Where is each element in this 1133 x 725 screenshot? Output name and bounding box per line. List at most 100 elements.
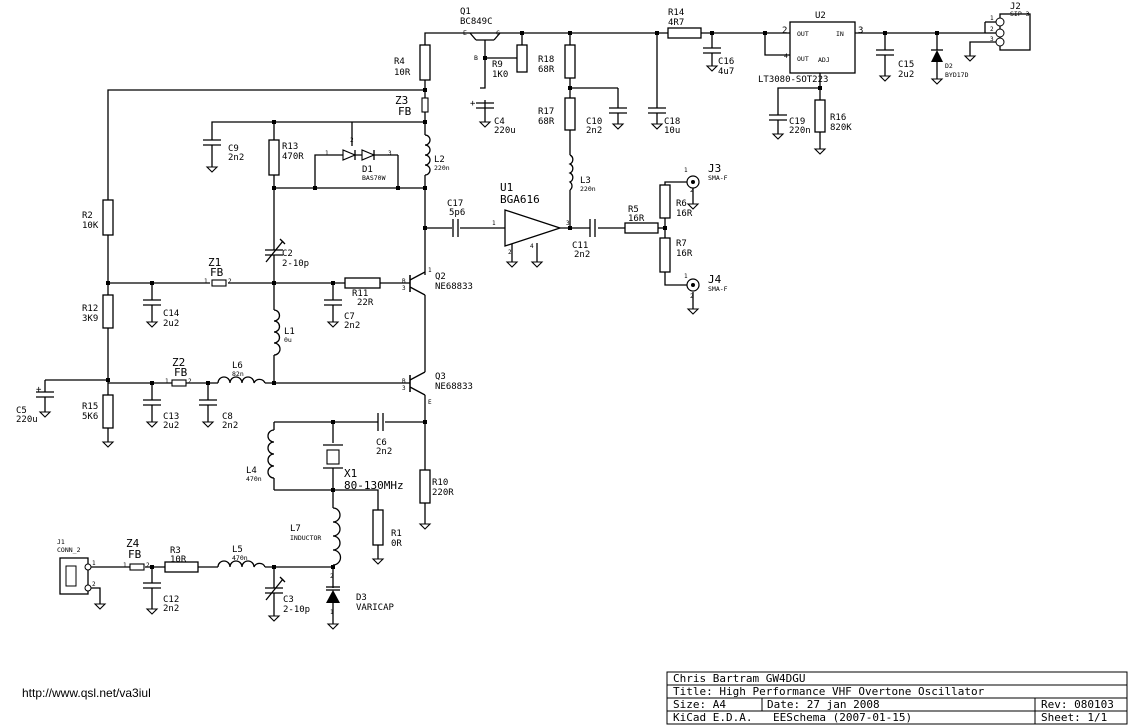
source-url: http://www.qsl.net/va3iul <box>22 686 151 700</box>
label-ref: R17 <box>538 107 554 117</box>
label-value: CONN_2 <box>57 546 81 554</box>
label-ref: J3 <box>708 162 721 175</box>
pin-label: 1 <box>492 220 496 227</box>
label-ref: L2 <box>434 155 445 165</box>
amplifier-u1 <box>504 209 563 247</box>
capacitor-c7 <box>323 299 343 306</box>
diode-d3-varicap <box>326 586 340 603</box>
label-ref: Z3 <box>395 94 408 107</box>
pin-label: E <box>463 29 467 37</box>
inductor-l3 <box>568 154 574 191</box>
label-ref: C12 <box>163 595 179 605</box>
ground-icon <box>202 417 214 428</box>
inductors <box>217 134 574 568</box>
label-ref: D3 <box>356 593 367 603</box>
pin-label: 2 <box>188 378 192 385</box>
label-ref: J4 <box>708 273 722 286</box>
label-value: 4u7 <box>718 67 734 77</box>
label-ref: X1 <box>344 467 357 480</box>
pin-label: 3 <box>566 220 570 227</box>
label-ref: R14 <box>668 8 684 18</box>
label-value: BGA616 <box>500 193 540 206</box>
label-value: 2u2 <box>163 319 179 329</box>
label-value: 220n <box>580 185 596 193</box>
pin-label: OUT <box>797 55 809 63</box>
label-value: 2n2 <box>222 421 238 431</box>
label-value: 470n <box>232 554 248 562</box>
capacitor-c15 <box>875 49 895 56</box>
sheet-date: Date: 27 jan 2008 <box>767 698 880 711</box>
label-value: 10R <box>394 68 411 78</box>
ground-icon <box>206 162 218 173</box>
pin-label: 1 <box>428 267 432 274</box>
ground-icon <box>146 417 158 428</box>
sheet-size: Size: A4 <box>673 698 726 711</box>
connector-j1 <box>59 557 92 595</box>
pin-label: 3 <box>402 385 406 392</box>
capacitor-c11 <box>589 218 596 238</box>
label-value: NE68833 <box>435 382 473 392</box>
resistor-r4 <box>419 44 431 81</box>
inductor-l2 <box>424 134 431 176</box>
capacitor-c9 <box>202 139 222 146</box>
label-ref: C5 <box>16 406 27 416</box>
ground-icon <box>879 71 891 82</box>
label-value: 2n2 <box>574 250 590 260</box>
capacitor-c18 <box>647 107 667 114</box>
inductor-l7 <box>332 507 342 566</box>
capacitor-c12 <box>142 582 162 589</box>
label-ref: R10 <box>432 478 448 488</box>
ferrite-z3 <box>421 97 429 113</box>
tool-name: KiCad E.D.A. <box>673 711 753 724</box>
label-ref: Q3 <box>435 372 446 382</box>
connector-j3 <box>686 175 700 189</box>
label-value: 2u2 <box>163 421 179 431</box>
label-ref: C8 <box>222 412 233 422</box>
ground-icon <box>327 317 339 328</box>
pin-label: 2 <box>690 187 694 194</box>
capacitor-c14 <box>142 299 162 306</box>
ground-icon <box>479 117 491 128</box>
label-ref: C19 <box>789 117 805 127</box>
resistor-r17 <box>564 97 576 131</box>
label-ref: Q2 <box>435 272 446 282</box>
resistor-r14 <box>667 27 702 39</box>
label-value: INDUCTOR <box>290 534 321 542</box>
capacitor-c13 <box>142 399 162 406</box>
label-value: 2u2 <box>898 70 914 80</box>
label-value: 68R <box>538 117 555 127</box>
label-ref: R5 <box>628 205 639 215</box>
ground-icon <box>506 257 518 268</box>
pin-label: 3 <box>858 26 863 36</box>
label-ref: C11 <box>572 241 588 251</box>
inductor-l1 <box>273 309 281 356</box>
label-value: 16R <box>628 214 645 224</box>
label-ref: R16 <box>830 113 846 123</box>
ground-icon <box>612 119 624 130</box>
label-ref: Z4 <box>126 537 140 550</box>
label-ref: U2 <box>815 11 826 21</box>
label-ref: R6 <box>676 199 687 209</box>
label-ref: C9 <box>228 144 239 154</box>
pin-label: 2 <box>92 581 96 588</box>
resistor-r7 <box>659 237 671 273</box>
inductor-l4 <box>267 429 275 479</box>
pin-label: 1 <box>165 378 169 385</box>
label-ref: Q1 <box>460 7 471 17</box>
label-ref: C6 <box>376 438 387 448</box>
label-ref: C16 <box>718 57 734 67</box>
resistors <box>102 27 826 573</box>
pin-label: 4 <box>530 243 534 250</box>
capacitors: + + <box>35 47 895 602</box>
label-value: 22R <box>357 298 374 308</box>
label-value: 0R <box>391 539 402 549</box>
label-value: FB <box>174 366 188 379</box>
connector-j2 <box>995 13 1031 51</box>
ferrite-z2 <box>171 379 187 387</box>
ground-icon <box>706 61 718 72</box>
ground-icon <box>94 599 106 610</box>
title-block-frame <box>666 671 1128 725</box>
label-ref: C15 <box>898 60 914 70</box>
label-value: 820K <box>830 123 852 133</box>
label-value: FB <box>210 266 224 279</box>
